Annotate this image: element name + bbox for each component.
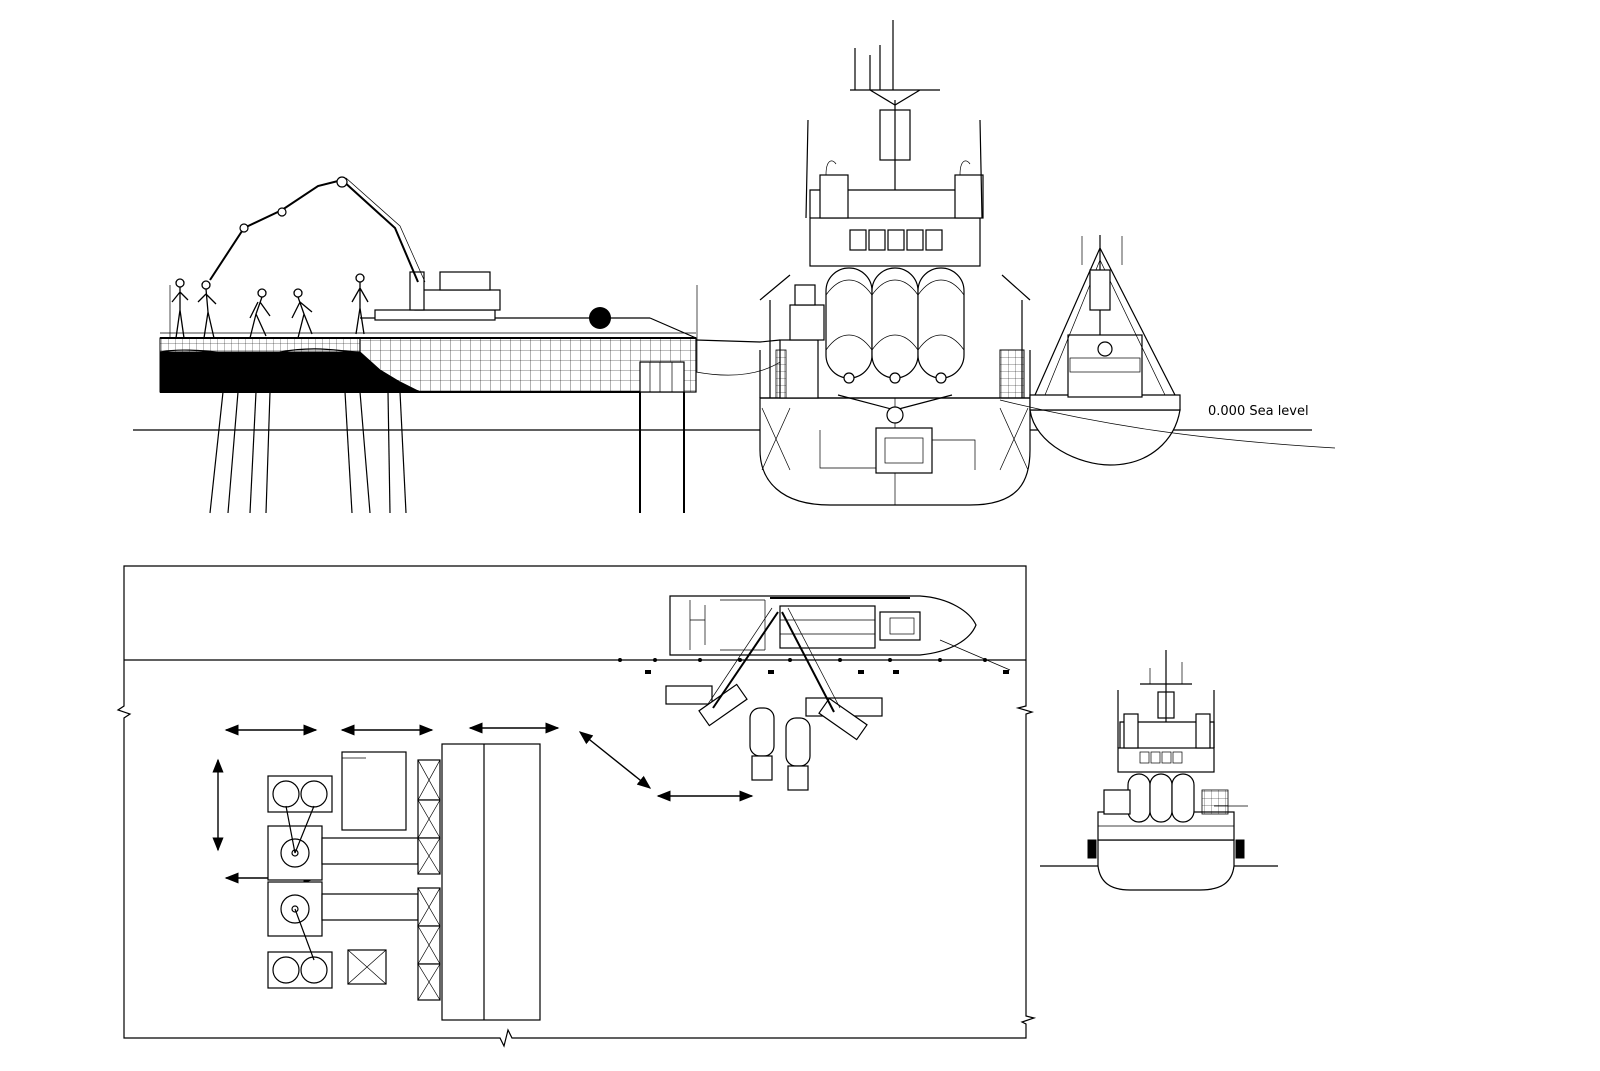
concrete-pump-truck <box>209 176 501 321</box>
plan-view <box>116 565 1037 1048</box>
worker-figure <box>171 278 189 339</box>
ship-front-view-small <box>1040 650 1278 891</box>
tug-boat-front-view <box>999 235 1336 466</box>
ship-plan <box>669 595 977 656</box>
pump-hose <box>695 339 781 343</box>
pump-trucks-plan <box>665 607 883 791</box>
workers-group <box>171 273 369 339</box>
batching-plant <box>267 743 541 1021</box>
worker-figure <box>249 288 271 339</box>
storage-bins <box>417 759 441 1001</box>
worker-figure <box>351 273 369 335</box>
main-ship-front-view <box>759 20 1031 506</box>
elevation-view: 0.000 Sea level <box>133 20 1336 514</box>
pier-structure <box>159 285 698 514</box>
pier-piles <box>209 361 685 514</box>
cement-tanks <box>825 267 965 384</box>
quay-bollards <box>618 658 1009 674</box>
plan-frame <box>116 565 1037 1048</box>
worker-figure <box>291 288 313 339</box>
ship-mast <box>850 20 940 190</box>
worker-figure <box>197 280 217 339</box>
sea-level-label: 0.000 Sea level <box>1208 404 1309 419</box>
buoy-icon <box>589 307 611 329</box>
